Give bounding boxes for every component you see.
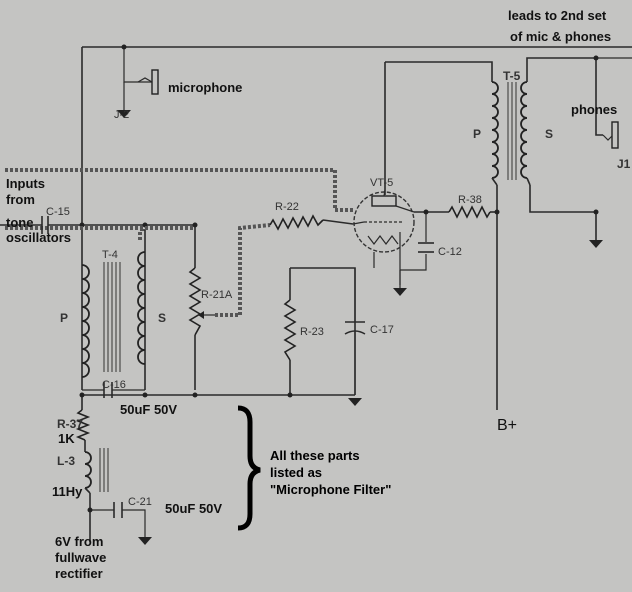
ground-icon (138, 537, 152, 545)
transformer-t4-icon (81, 251, 146, 378)
ground-icon (117, 82, 131, 118)
note-group-line2: listed as (270, 465, 322, 480)
note-leads-line2: of mic & phones (510, 29, 611, 44)
ground-icon (589, 240, 603, 248)
note-leads-line1: leads to 2nd set (508, 8, 607, 23)
label-c12: C-12 (438, 246, 462, 258)
capacitor-c17-icon (344, 321, 366, 335)
label-c21: C-21 (128, 496, 152, 508)
label-t5-s: S (545, 127, 553, 141)
label-t5-p: P (473, 127, 481, 141)
brace-icon (237, 405, 261, 531)
note-inputs-line3: tone (6, 215, 33, 230)
label-c17: C-17 (370, 324, 394, 336)
label-r38: R-38 (458, 194, 482, 206)
resistor-r23-icon (283, 299, 297, 361)
potentiometer-r21a-icon (188, 267, 215, 336)
note-r37-value: 1K (58, 431, 75, 446)
note-inputs-line2: from (6, 192, 35, 207)
note-l3-value: 11Hy (52, 484, 83, 499)
note-group-line1: All these parts (270, 448, 360, 463)
vacuum-tube-vt5-icon (352, 189, 415, 253)
wiring (0, 46, 632, 542)
capacitor-c15-icon (41, 216, 49, 234)
label-c16: C-16 (102, 379, 126, 391)
transformer-t5-icon (491, 62, 531, 186)
label-t4-s: S (158, 311, 166, 325)
note-source-line3: rectifier (55, 566, 103, 581)
shielded-cables (5, 168, 353, 317)
capacitor-c12-icon (418, 242, 434, 253)
label-t4: T-4 (102, 249, 118, 261)
label-c15: C-15 (46, 206, 70, 218)
note-inputs-line1: Inputs (6, 176, 45, 191)
note-microphone: microphone (168, 80, 242, 95)
note-group-line3: "Microphone Filter" (270, 482, 391, 497)
label-t5: T-5 (503, 69, 521, 83)
resistor-r22-icon (269, 214, 324, 231)
label-r22: R-22 (275, 201, 299, 213)
note-inputs-line4: oscillators (6, 230, 71, 245)
note-cap16-value: 50uF 50V (120, 402, 177, 417)
resistor-r37-icon (75, 409, 91, 441)
note-source-line2: fullwave (55, 550, 106, 565)
note-phones: phones (571, 102, 617, 117)
ground-icon (348, 398, 362, 406)
resistor-r38-icon (448, 205, 491, 219)
phones-jack-icon (602, 121, 619, 149)
label-j1: J1 (617, 157, 631, 171)
capacitor-c16-icon (103, 382, 113, 398)
inductor-l3-icon (84, 448, 109, 494)
ground-icon (393, 270, 407, 296)
label-r37: R-37 (57, 417, 83, 431)
capacitor-c21-icon (113, 502, 123, 518)
label-vt5: VT-5 (370, 177, 393, 189)
note-cap21-value: 50uF 50V (165, 501, 222, 516)
label-r21a: R-21A (201, 289, 233, 301)
microphone-jack-icon (137, 69, 159, 95)
ground-symbols (117, 82, 603, 545)
label-t4-p: P (60, 311, 68, 325)
label-j2: J-2 (114, 109, 129, 121)
note-bplus: B+ (497, 417, 517, 434)
label-l3: L-3 (57, 454, 75, 468)
label-r23: R-23 (300, 326, 324, 338)
note-source-line1: 6V from (55, 534, 103, 549)
